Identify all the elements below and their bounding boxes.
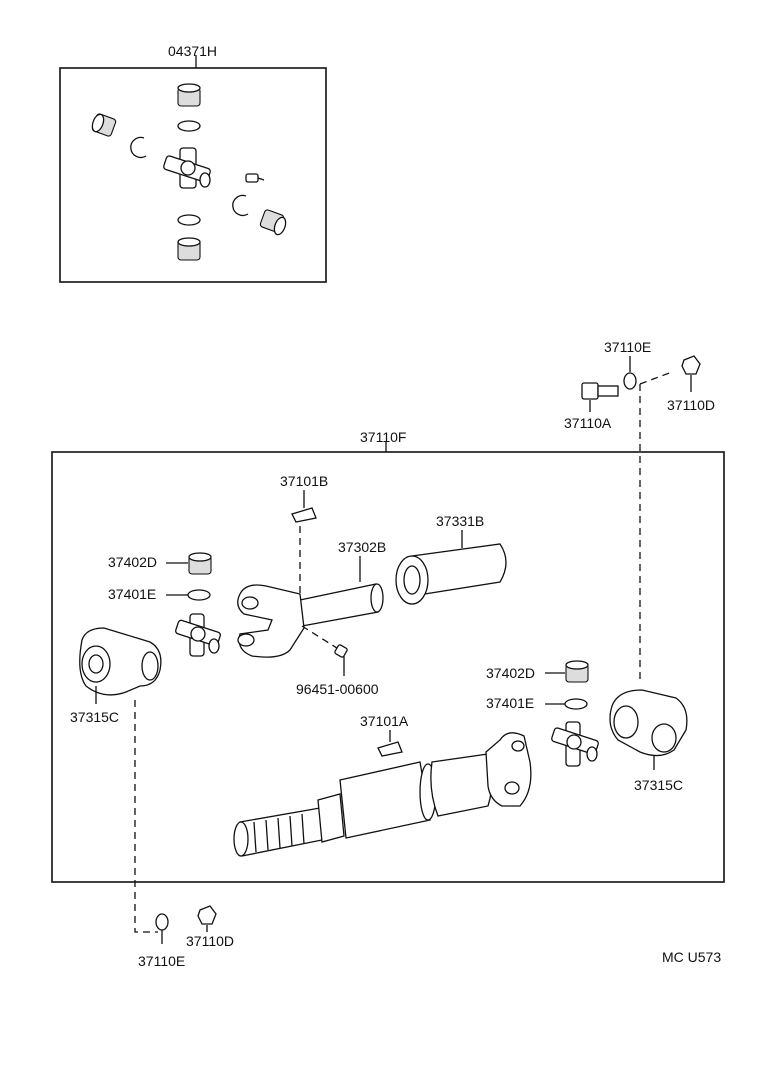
label-37110d-top: 37110D <box>667 397 715 413</box>
assembly-box-37110f: 37110F <box>51 429 725 883</box>
sleeve-37331b: 37331B <box>395 513 507 605</box>
label-37110e-top: 37110E <box>604 339 651 355</box>
spider-left <box>175 613 221 657</box>
label-37110d-bottom: 37110D <box>186 933 234 949</box>
label-37110a: 37110A <box>564 415 612 431</box>
balance-weight-37101a: 37101A <box>360 713 409 757</box>
bearing-cup-top <box>177 83 201 107</box>
bearing-cup-right <box>259 209 287 236</box>
label-assembly: 37110F <box>360 429 406 445</box>
right-bearing-seal: 37402D 37401E <box>486 660 589 711</box>
slip-yoke-shaft <box>233 732 532 857</box>
grease-fitting-kit <box>245 173 265 183</box>
seal-top <box>177 120 201 132</box>
bearing-cup-left <box>91 113 117 137</box>
label-37110e-bottom: 37110E <box>138 953 185 969</box>
flange-yoke-37315c-left: 37315C <box>70 627 162 933</box>
label-37101a: 37101A <box>360 713 409 729</box>
left-bearing-seal: 37402D 37401E <box>108 552 212 602</box>
label-37101b: 37101B <box>280 473 328 489</box>
label-37315c-right: 37315C <box>634 777 683 793</box>
label-37315c-left: 37315C <box>70 709 119 725</box>
yoke-tube-37302b: 37302B <box>237 539 386 658</box>
bearing-cup-bottom <box>177 237 201 261</box>
balance-weight-37101b: 37101B <box>280 473 328 600</box>
kit-box-04371h: 04371H <box>59 43 327 283</box>
label-37402d-left: 37402D <box>108 554 157 570</box>
spider-cross <box>163 147 211 189</box>
label-37331b: 37331B <box>436 513 484 529</box>
diagram-code: MC U573 <box>662 949 721 965</box>
washer-37110e-top <box>623 372 637 390</box>
label-kit: 04371H <box>168 43 217 59</box>
spider-right <box>551 721 599 767</box>
label-96451: 96451-00600 <box>296 681 379 697</box>
bolt-37110a <box>581 382 619 400</box>
bottom-left-hardware: 37110E 37110D <box>138 905 234 969</box>
grease-fitting-96451: 96451-00600 <box>296 644 379 697</box>
nut-37110d-bottom <box>197 905 217 925</box>
seal-bottom <box>177 214 201 226</box>
top-right-hardware: 37110E 37110A 37110D <box>564 339 715 680</box>
label-37402d-right: 37402D <box>486 665 535 681</box>
label-37401e-left: 37401E <box>108 586 156 602</box>
flange-yoke-37315c-right: 37315C <box>609 689 688 793</box>
label-37302b: 37302B <box>338 539 386 555</box>
snap-ring-right <box>232 194 249 217</box>
washer-37110e-bottom <box>155 913 169 931</box>
label-37401e-right: 37401E <box>486 695 534 711</box>
snap-ring-left <box>130 136 147 159</box>
nut-37110d-top <box>681 355 701 375</box>
